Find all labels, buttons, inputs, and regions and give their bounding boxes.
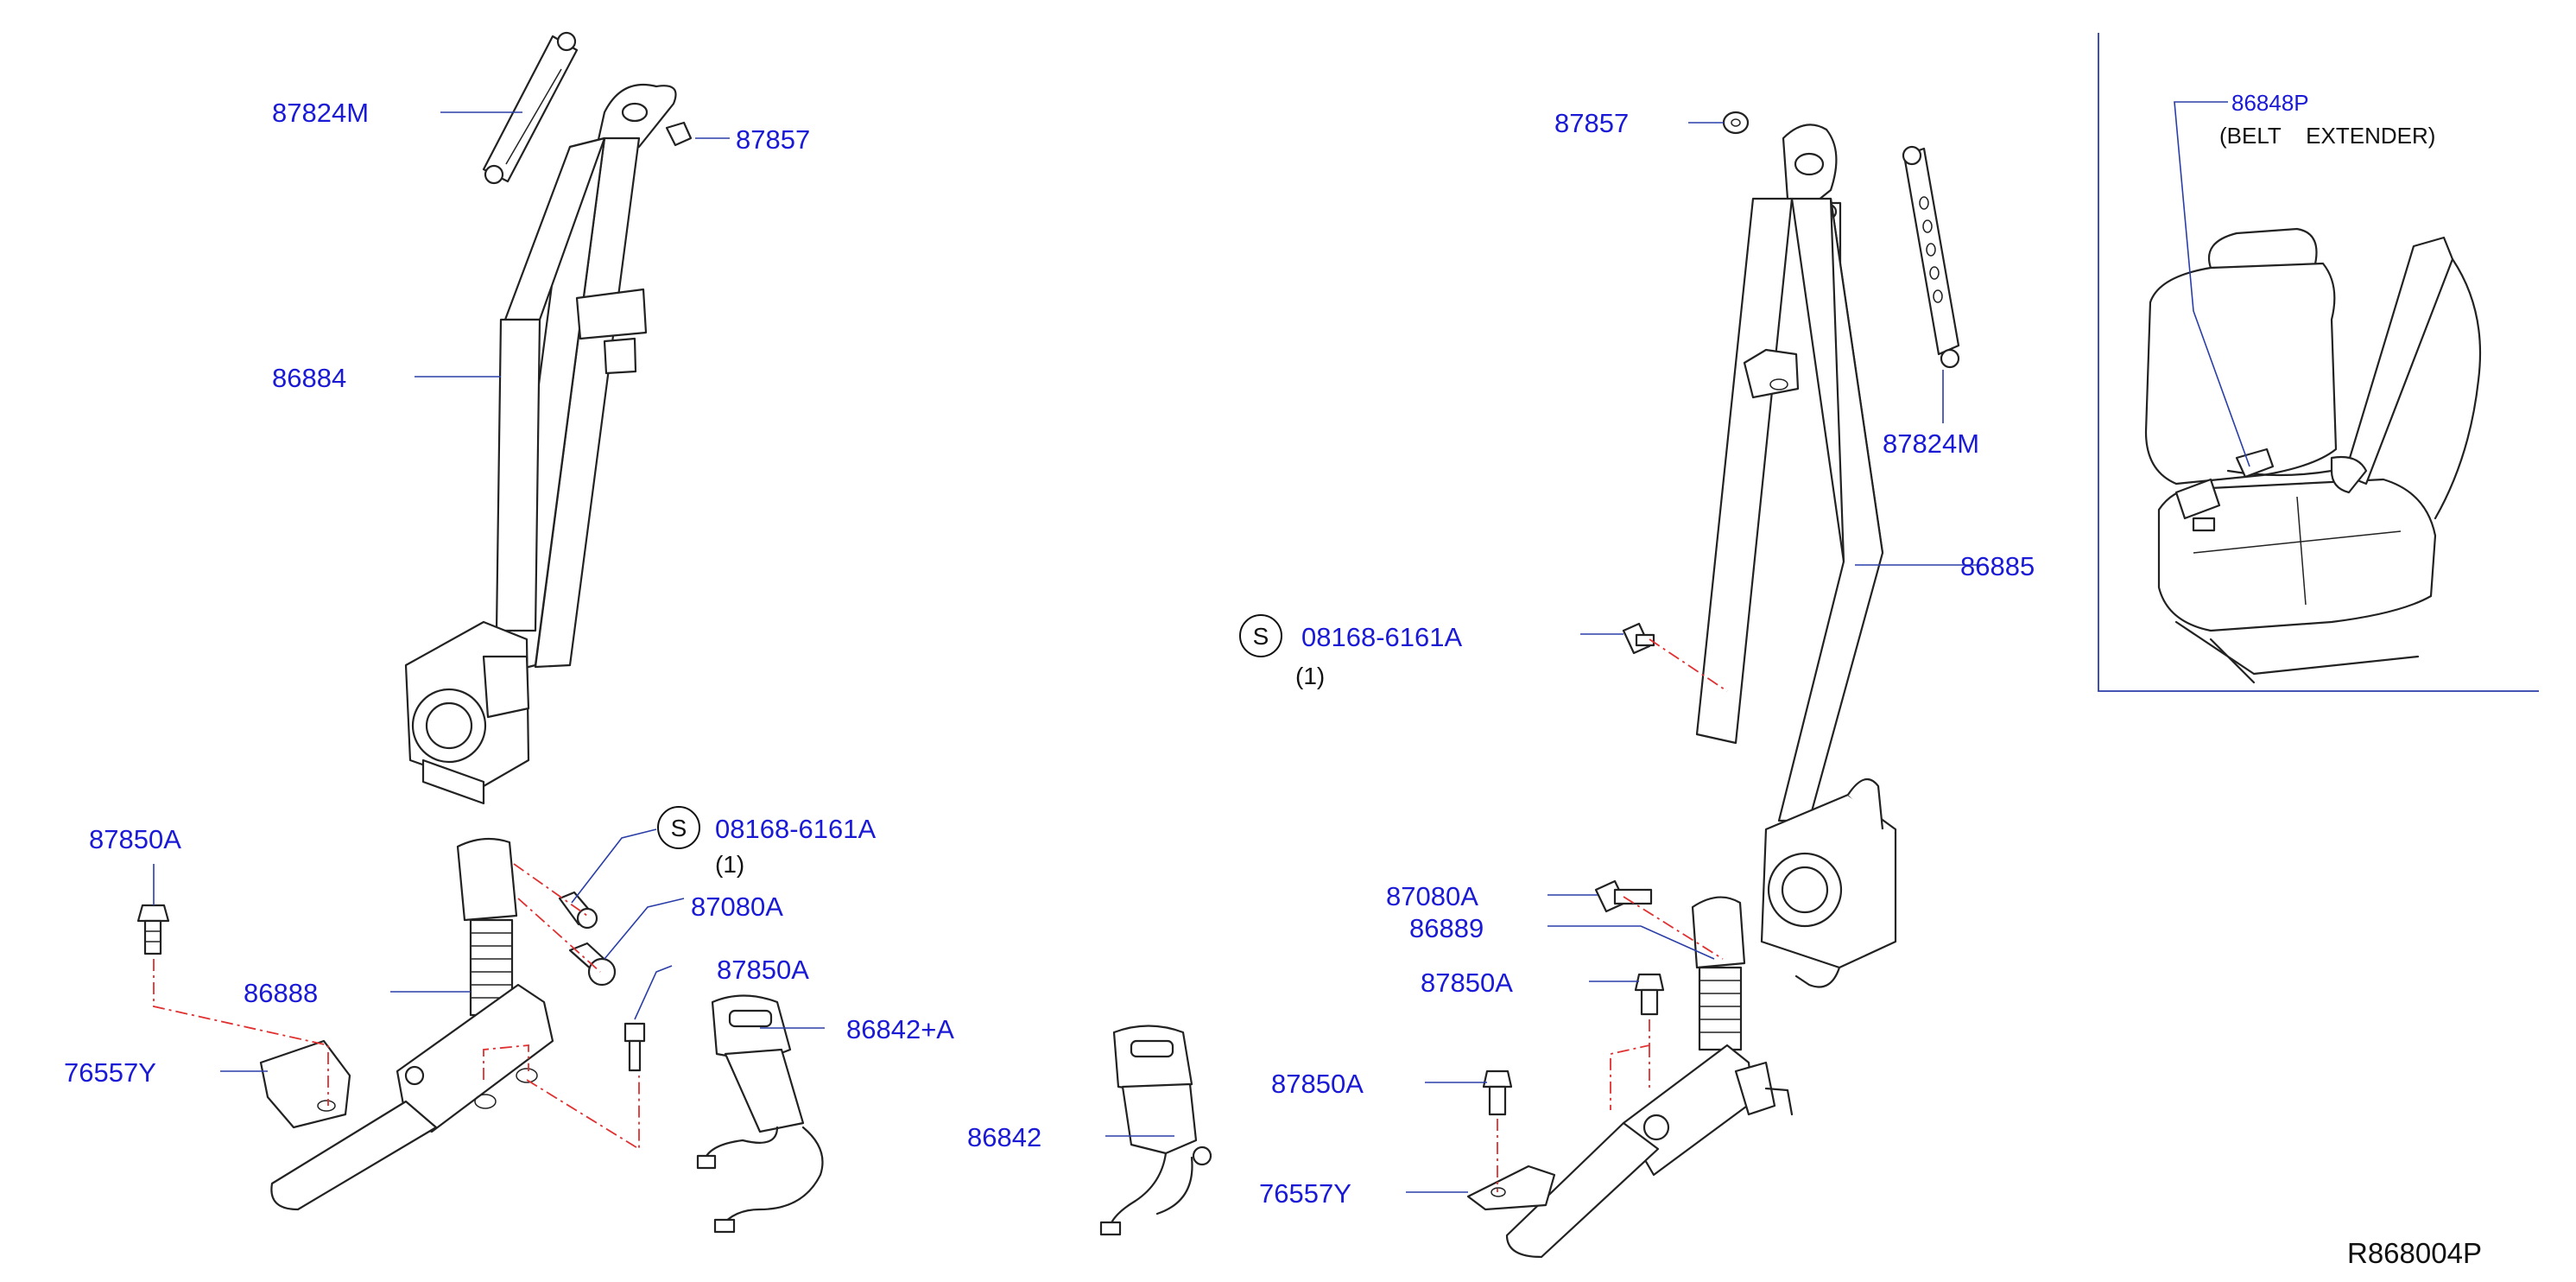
- height-adjuster-right: [1902, 145, 1960, 369]
- retractor-right: [1760, 777, 1897, 988]
- bolt-87850a-far-left: [136, 904, 170, 955]
- buckle-86842a: [696, 994, 824, 1234]
- bolt-08168-right: [1622, 622, 1655, 655]
- webbing-left: [495, 136, 648, 676]
- label-86889: 86889: [1409, 913, 1484, 943]
- svg-text:S: S: [671, 815, 687, 841]
- bolt-87850a-right-lower: [1482, 1069, 1513, 1116]
- label-76557y-left: 76557Y: [64, 1057, 156, 1088]
- label-87850a-far-left: 87850A: [89, 824, 181, 854]
- label-87080a-left: 87080A: [691, 892, 783, 922]
- label-87824m-top: 87824M: [272, 98, 369, 128]
- label-belt-extender: (BELT EXTENDER): [2219, 123, 2435, 149]
- buckle-stalk-86889: [1505, 896, 1794, 1259]
- bolt-87850a-right-upper: [1634, 973, 1665, 1016]
- label-86884: 86884: [272, 363, 346, 393]
- label-87857-right: 87857: [1554, 108, 1629, 138]
- label-87857-left: 87857: [736, 124, 810, 155]
- label-87850a-center: 87850A: [1271, 1069, 1364, 1099]
- bracket-76557y-left: [259, 1039, 351, 1129]
- label-86848p: 86848P: [2231, 90, 2309, 116]
- label-qty-left: (1): [715, 851, 744, 878]
- left-belt-assembly: [136, 31, 824, 1234]
- leader-lines: [153, 101, 2250, 1193]
- label-86888: 86888: [244, 978, 318, 1008]
- right-belt-assembly: [1466, 111, 1960, 1259]
- label-87080a-right: 87080A: [1386, 881, 1478, 911]
- label-87824m-right: 87824M: [1883, 428, 1979, 459]
- retractor-left: [404, 620, 530, 805]
- washer-87857-right: [1722, 111, 1750, 135]
- label-87850a-right: 87850A: [1421, 968, 1513, 998]
- label-86842: 86842: [967, 1122, 1041, 1152]
- bolt-87080a-right: [1594, 879, 1653, 913]
- s-symbol-right: S: [1239, 614, 1282, 657]
- centerline-left-5: [526, 1076, 640, 1151]
- centerline-right-2: [1623, 896, 1724, 960]
- centerline-right-3: [1610, 1019, 1650, 1110]
- centerline-left-1: [153, 959, 329, 1106]
- belt-extender-inset: [2098, 33, 2539, 692]
- upper-anchor-left: [594, 83, 693, 153]
- label-76557y-center: 76557Y: [1259, 1178, 1351, 1209]
- label-08168-left: 08168-6161A: [715, 814, 876, 844]
- label-08168-right: 08168-6161A: [1301, 622, 1462, 652]
- label-86885: 86885: [1960, 551, 2035, 581]
- height-adjuster-left: [482, 31, 579, 185]
- svg-text:S: S: [1253, 623, 1269, 650]
- buckle-stalk-86888: [270, 837, 554, 1211]
- centerline-right-1: [1649, 638, 1728, 692]
- diagram-code: R868004P: [2347, 1237, 2482, 1269]
- label-86842a: 86842+A: [846, 1014, 954, 1044]
- webbing-right: [1695, 197, 1884, 822]
- label-87850a-mid: 87850A: [717, 955, 809, 985]
- bracket-76557y-right: [1466, 1165, 1556, 1211]
- bolts-left-buckle: [558, 891, 646, 1072]
- label-qty-right: (1): [1295, 663, 1325, 689]
- centerline-left-2: [513, 863, 588, 917]
- part-labels: 87824M 87857 86884 87850A 08168-6161A (1…: [64, 90, 2482, 1269]
- buckle-86842: [1099, 1025, 1212, 1236]
- s-symbol-left: S: [657, 806, 700, 849]
- centerline-left-3: [517, 898, 601, 973]
- inset-frame: [2098, 33, 2539, 692]
- seat-illustration: [2144, 227, 2482, 684]
- centerline-left-4: [483, 1044, 529, 1080]
